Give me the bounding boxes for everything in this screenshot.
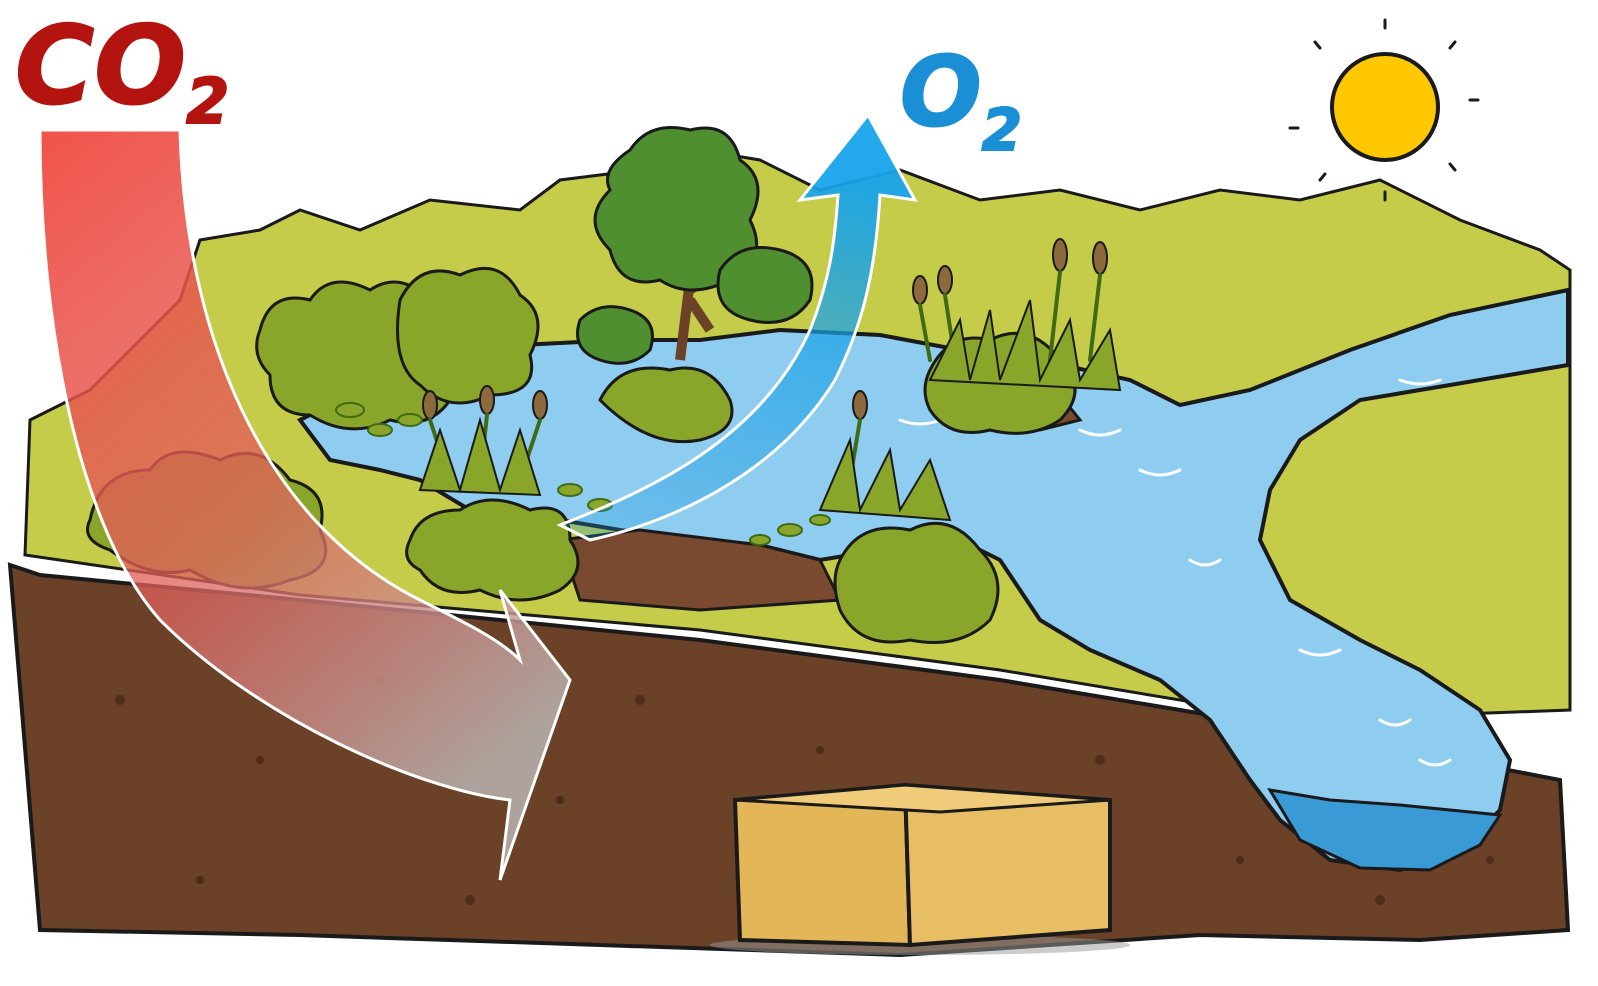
co2-label: CO2 bbox=[15, 4, 229, 138]
peat-block-icon bbox=[710, 785, 1130, 955]
sun-icon bbox=[1290, 20, 1478, 200]
o2-label: O2 bbox=[900, 36, 1022, 164]
